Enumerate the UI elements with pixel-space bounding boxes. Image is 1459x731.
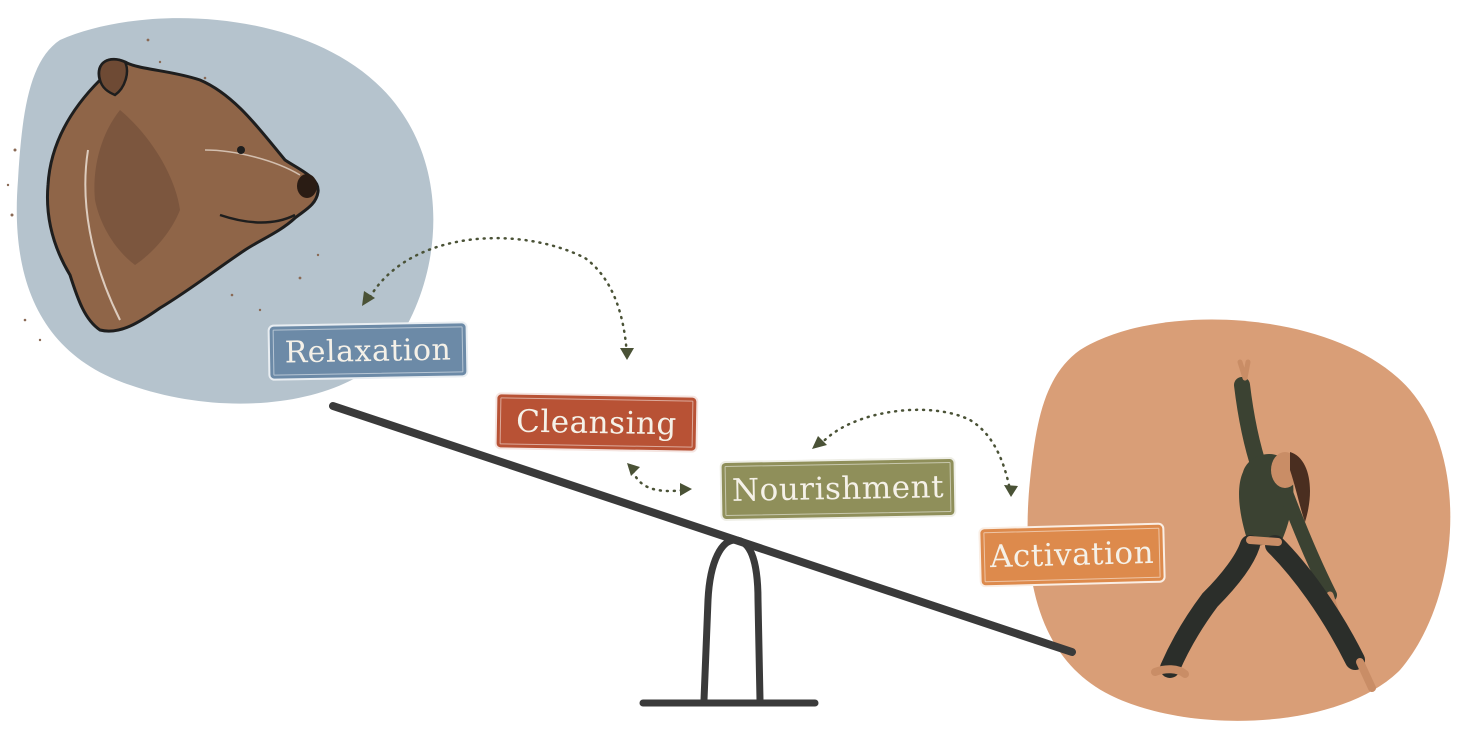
cleansing-label-text: Cleansing [515, 403, 678, 442]
seesaw-stand [700, 536, 764, 704]
arrowheads [362, 291, 1018, 497]
dotted-arrows [368, 236, 1012, 493]
bear-head-icon [45, 57, 320, 333]
cleansing-label: Cleansing [494, 392, 699, 453]
arrow-relaxation-cleansing [368, 236, 629, 359]
left-speckles [6, 38, 320, 342]
arrow-cleansing-nourishment [631, 469, 686, 493]
relaxation-label: Relaxation [267, 321, 469, 381]
nourishment-label-text: Nourishment [731, 469, 945, 509]
relaxation-label-text: Relaxation [284, 332, 452, 370]
yoga-warrior-pose-icon [1151, 359, 1376, 692]
activation-label: Activation [978, 522, 1166, 588]
activation-label-text: Activation [989, 534, 1155, 576]
nourishment-label: Nourishment [719, 456, 957, 522]
seesaw-plank [329, 402, 1076, 656]
